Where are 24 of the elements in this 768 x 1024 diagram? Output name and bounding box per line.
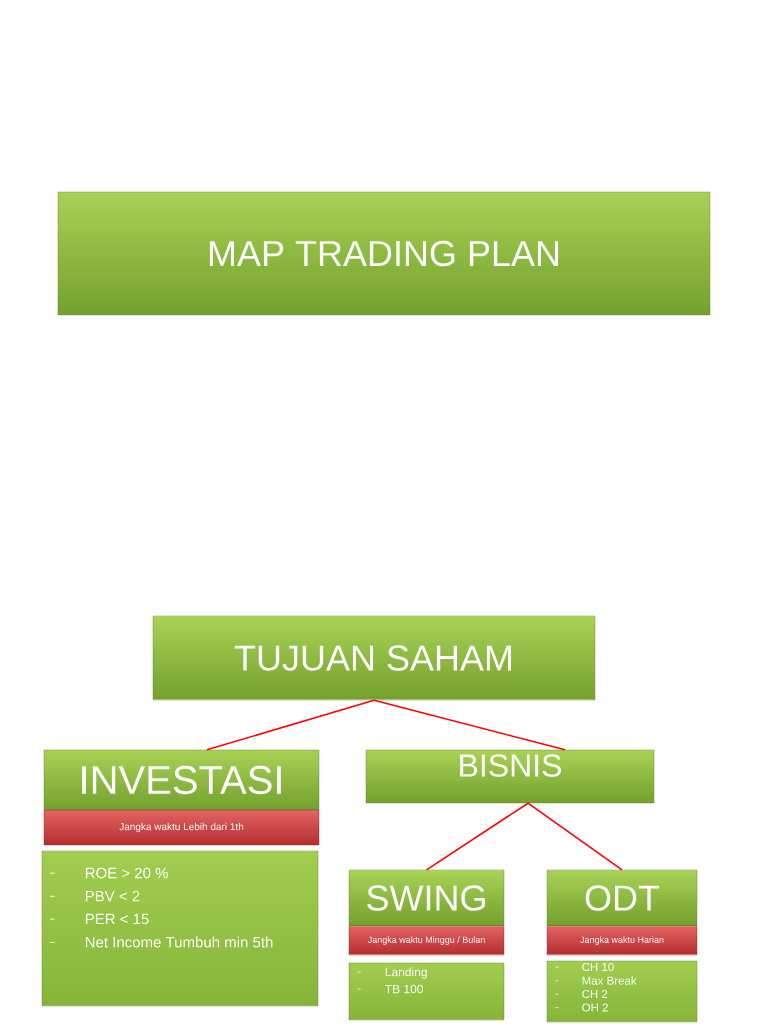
- title-box: INVESTASI: [43, 749, 320, 811]
- list-item: Net Income Tumbuh min 5th: [49, 936, 273, 948]
- list-item: ROE > 20 %: [49, 867, 168, 879]
- timeframe-band: Jangka waktu Minggu / Bulan: [348, 925, 505, 956]
- timeframe-band: Jangka waktu Harian: [546, 925, 698, 956]
- title-box: TUJUAN SAHAM: [152, 615, 596, 701]
- connector-line: [206, 699, 375, 751]
- list-item: TB 100: [356, 984, 423, 994]
- connector-line: [527, 802, 623, 871]
- list-item: PBV < 2: [49, 890, 140, 902]
- criteria-box: [41, 850, 319, 1007]
- list-item: PER < 15: [49, 913, 149, 925]
- title-box: MAP TRADING PLAN: [57, 191, 711, 316]
- criteria-box: [546, 960, 698, 1023]
- connector-line: [425, 802, 529, 871]
- list-item: CH 10: [554, 962, 614, 972]
- list-item: CH 2: [554, 989, 608, 999]
- timeframe-band: Jangka waktu Lebih dari 1th: [43, 809, 320, 846]
- list-item: Max Break: [554, 976, 637, 985]
- title-box: BISNIS: [365, 749, 655, 804]
- criteria-box: [348, 962, 505, 1021]
- list-item: Landing: [356, 967, 427, 979]
- list-item: OH 2: [554, 1003, 608, 1012]
- connector-line: [373, 699, 566, 751]
